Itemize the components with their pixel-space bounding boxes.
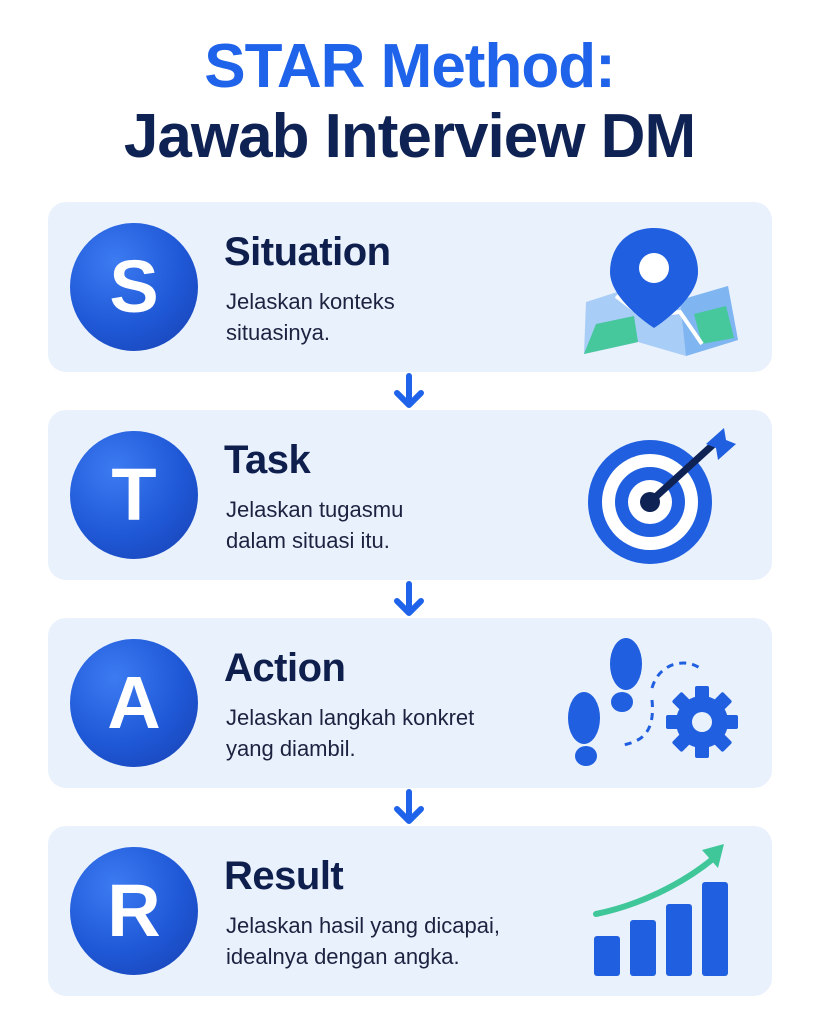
step-description: Jelaskan hasil yang dicapai, idealnya de… — [226, 910, 556, 972]
step-description: Jelaskan langkah konkret yang diambil. — [226, 702, 556, 764]
step-card-action: A Action Jelaskan langkah konkret yang d… — [48, 618, 772, 788]
arrow-down-icon — [394, 373, 424, 408]
step-heading: Action — [224, 646, 346, 690]
arrow-down-icon — [394, 789, 424, 824]
step-card-task: T Task Jelaskan tugasmu dalam situasi it… — [48, 410, 772, 580]
step-description-line: Jelaskan tugasmu — [226, 497, 404, 522]
step-letter-badge: T — [70, 431, 198, 559]
title-line-2: Jawab Interview DM — [123, 102, 696, 171]
step-description: Jelaskan tugasmu dalam situasi itu. — [226, 494, 556, 556]
title-line-1: STAR Method: — [204, 32, 615, 101]
step-card-situation: S Situation Jelaskan konteks situasinya. — [48, 202, 772, 372]
step-description-line: dalam situasi itu. — [226, 528, 390, 553]
target-icon — [588, 428, 736, 564]
step-description-line: situasinya. — [226, 320, 330, 345]
step-description-line: Jelaskan langkah konkret — [226, 705, 475, 730]
step-card-result: R Result Jelaskan hasil yang dicapai, id… — [48, 826, 772, 996]
step-description-line: Jelaskan konteks — [226, 289, 395, 314]
step-heading: Task — [224, 438, 311, 482]
step-description-line: Jelaskan hasil yang dicapai, — [226, 913, 500, 938]
arrow-down-icon — [394, 581, 424, 616]
step-heading: Result — [224, 854, 344, 898]
step-description-line: yang diambil. — [226, 736, 356, 761]
step-description-line: idealnya dengan angka. — [226, 944, 460, 969]
step-letter-badge: A — [70, 639, 198, 767]
step-letter-badge: R — [70, 847, 198, 975]
step-description: Jelaskan konteks situasinya. — [226, 286, 556, 348]
footsteps-gear-icon — [568, 638, 738, 766]
growth-chart-icon — [593, 844, 728, 976]
map-pin-icon — [584, 228, 738, 356]
step-letter-badge: S — [70, 223, 198, 351]
step-heading: Situation — [224, 230, 391, 274]
